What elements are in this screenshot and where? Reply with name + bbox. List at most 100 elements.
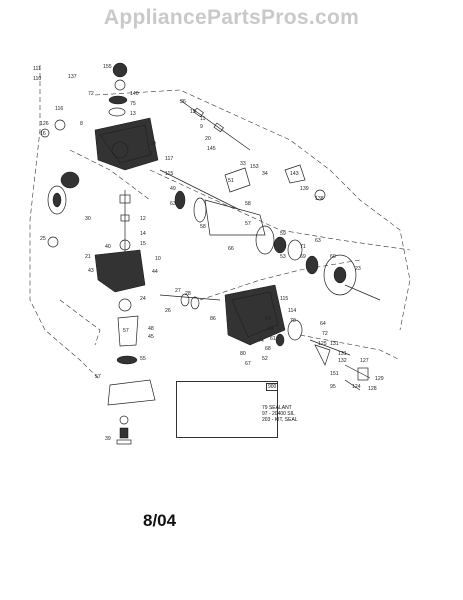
callout-label: 129: [375, 376, 384, 382]
callout-label: 95: [330, 384, 336, 390]
callout-label: 117: [165, 156, 173, 162]
callout-label: 25: [40, 236, 46, 242]
legend-tag: 900: [266, 383, 279, 391]
callout-label: 68: [265, 346, 271, 352]
callout-label: 70: [290, 318, 296, 324]
callout-label: 55: [140, 356, 146, 362]
callout-label: 58: [200, 224, 206, 230]
callout-label: 28: [185, 291, 191, 297]
legend-box: [176, 381, 278, 438]
left-bearing-assembly: [47, 171, 80, 248]
callout-label: 44: [152, 269, 158, 275]
callout-label: 53: [280, 254, 286, 260]
callout-label: 27: [175, 288, 181, 294]
callout-label: 63: [315, 238, 321, 244]
assembly-guide-lines: [29, 65, 411, 381]
revision-date: 8/04: [143, 511, 177, 530]
callout-label: 63: [170, 201, 176, 207]
callout-label: 20: [205, 136, 211, 142]
callout-label: 71: [300, 244, 306, 250]
legend-line: 203 - KIT, SEAL: [262, 417, 298, 423]
callout-label: 153: [250, 164, 259, 170]
callout-label: 145: [207, 146, 216, 152]
callout-label: 124: [352, 384, 361, 390]
legend-line: 79 SEALANT: [262, 405, 292, 411]
central-shaft-assembly: [94, 190, 156, 445]
callout-label: 80: [240, 351, 246, 357]
callout-label: 51: [228, 178, 234, 184]
callout-label: 13: [130, 111, 136, 117]
part-callouts: 111 110 137 155 72 116 126 16 8 140 75 1…: [33, 64, 384, 442]
callout-label: 39: [105, 436, 111, 442]
callout-label: 49: [170, 186, 176, 192]
callout-label: 30: [85, 216, 91, 222]
callout-label: 33: [240, 161, 246, 167]
large-ring-gear: [305, 254, 381, 301]
callout-label: 131: [338, 351, 347, 357]
right-upper-shafts: [159, 99, 326, 261]
callout-label: 143: [290, 171, 299, 177]
callout-label: 14: [140, 231, 146, 237]
callout-label: 64: [320, 321, 326, 327]
callout-label: 115: [165, 171, 173, 177]
callout-label: 155: [103, 64, 112, 70]
callout-label: 72: [322, 331, 328, 337]
callout-label: 36: [180, 99, 186, 105]
legend-notes: 79 SEALANT 97 - 20400 SIL 203 - KIT, SEA…: [262, 405, 298, 423]
callout-label: 26: [165, 308, 171, 314]
callout-label: 34: [262, 171, 268, 177]
callout-label: 128: [368, 386, 377, 392]
callout-label: 21: [85, 254, 91, 260]
callout-label: 10: [155, 256, 161, 262]
callout-label: 127: [360, 358, 369, 364]
callout-label: 23: [355, 266, 361, 272]
callout-label: 15: [140, 241, 146, 247]
callout-label: 9: [200, 124, 203, 130]
callout-label: 111: [33, 66, 41, 72]
callout-label: 132: [338, 358, 347, 364]
callout-label: 48: [148, 326, 154, 332]
callout-label: 58: [245, 201, 251, 207]
legend-line: 97 - 20400 SIL: [262, 411, 295, 417]
callout-label: 8: [80, 121, 83, 127]
callout-label: 114: [288, 308, 296, 314]
callout-label: 57: [123, 328, 129, 334]
callout-label: 151: [330, 371, 339, 377]
callout-label: 62: [268, 326, 274, 332]
callout-label: 57: [95, 374, 101, 380]
callout-label: 138: [315, 196, 324, 202]
callout-label: 50: [150, 141, 156, 147]
callout-label: 11: [200, 116, 205, 122]
callout-label: 52: [262, 356, 268, 362]
callout-label: 57: [245, 221, 251, 227]
callout-label: 16: [40, 131, 46, 137]
watermark-text: AppliancePartsPros.com: [103, 6, 360, 29]
callout-label: 12: [140, 216, 146, 222]
callout-label: 45: [148, 334, 154, 340]
callout-label: 74: [258, 338, 264, 344]
callout-label: 72: [88, 91, 94, 97]
lower-housing-assembly: [159, 284, 303, 347]
callout-label: 139: [300, 186, 309, 192]
callout-label: 69: [300, 254, 306, 260]
callout-label: 115: [280, 296, 288, 302]
upper-gear-assembly: [40, 62, 159, 171]
callout-label: 126: [40, 121, 49, 127]
callout-label: 60: [330, 254, 336, 260]
callout-label: 125: [318, 341, 327, 347]
callout-label: 1: [150, 151, 153, 157]
callout-label: 40: [105, 244, 111, 250]
callout-label: 59: [280, 231, 286, 237]
callout-label: 86: [210, 316, 216, 322]
callout-label: 43: [88, 268, 94, 274]
callout-label: 66: [228, 246, 234, 252]
callout-label: 131: [330, 341, 339, 347]
callout-label: 15: [190, 109, 196, 115]
callout-label: 140: [130, 91, 139, 97]
callout-label: 110: [33, 76, 41, 82]
callout-label: 75: [130, 101, 136, 107]
callout-label: 67: [245, 361, 251, 367]
callout-label: 61: [270, 336, 276, 342]
shift-linkage: [309, 339, 371, 391]
